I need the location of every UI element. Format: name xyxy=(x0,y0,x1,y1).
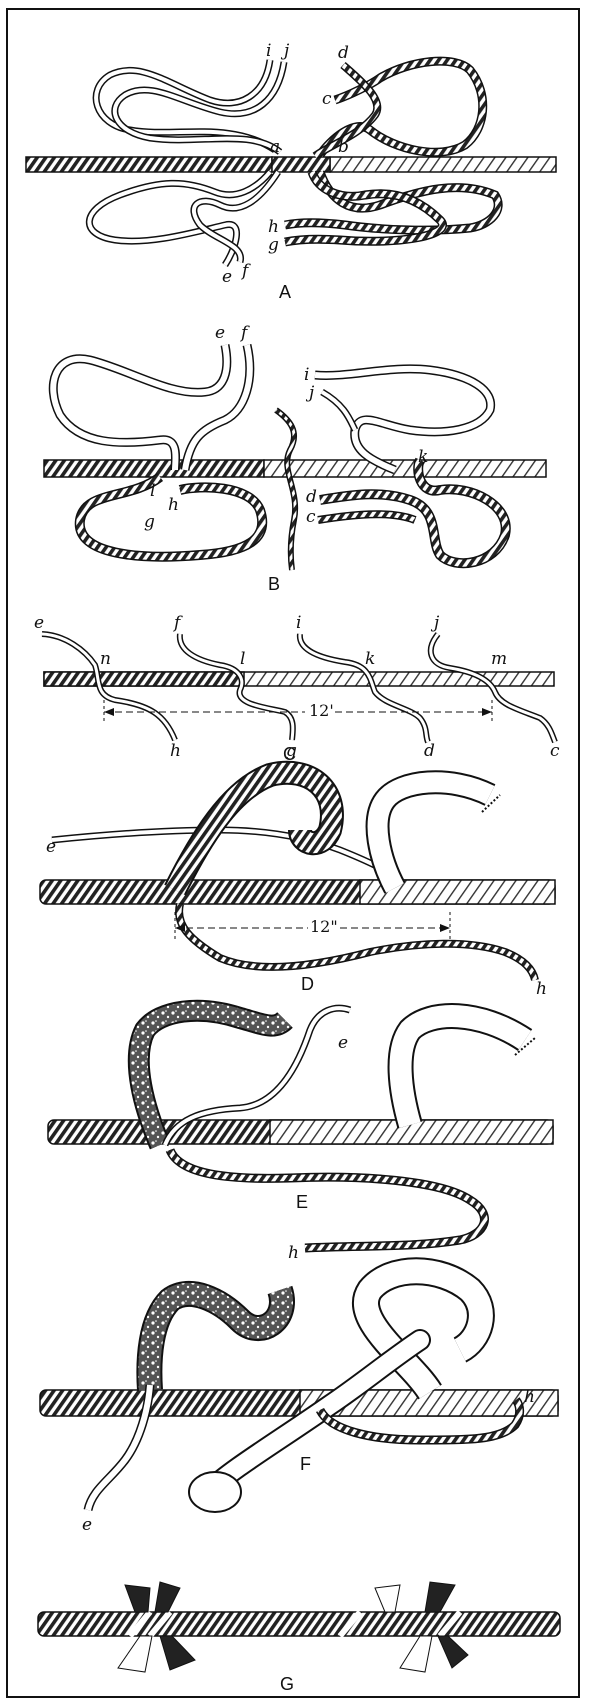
rope-right-light xyxy=(330,157,556,172)
panel-a-title: A xyxy=(279,282,291,302)
panel-f-label-e: e xyxy=(82,1515,92,1535)
panel-c-label-k: k xyxy=(365,649,375,669)
panel-e-label-h: h xyxy=(288,1243,299,1263)
panel-b-label-i: i xyxy=(304,365,309,385)
strand-e-h xyxy=(170,1150,484,1248)
panel-a-label-b: b xyxy=(338,137,349,157)
panel-a-label-c: c xyxy=(322,89,332,109)
rope-b-right xyxy=(264,460,546,477)
panel-d: 12" e h D xyxy=(40,773,555,999)
panel-c-label-j: j xyxy=(430,613,440,633)
strand-b-e xyxy=(53,345,227,470)
panel-d-label-e: e xyxy=(46,837,56,857)
panel-d-label-h: h xyxy=(536,979,547,999)
panel-b-label-g: g xyxy=(144,512,155,532)
panel-d-dimension: 12" xyxy=(310,917,338,936)
panel-f: e h F xyxy=(40,1271,558,1535)
panel-c-label-n: n xyxy=(100,649,111,669)
panel-c-label-l: l xyxy=(240,649,245,669)
panel-c-label-i: i xyxy=(296,613,301,633)
panel-a-label-j: j xyxy=(280,41,290,61)
panel-c-label-h: h xyxy=(170,741,181,761)
rope-left-dark xyxy=(26,157,272,172)
panel-a-label-i: i xyxy=(266,41,271,61)
panel-e-title: E xyxy=(296,1192,308,1212)
panel-a-label-d: d xyxy=(338,43,349,63)
panel-b-label-c: c xyxy=(306,507,316,527)
strand-c-f-g xyxy=(180,634,293,740)
rope-g xyxy=(38,1612,560,1636)
panel-g: G xyxy=(38,1582,560,1694)
panel-b-label-h: h xyxy=(168,495,179,515)
panel-a: i j d c a b h g e f A xyxy=(26,41,556,302)
rope-c-dark-section xyxy=(44,672,244,686)
panel-e: e h E xyxy=(48,1008,553,1263)
panel-f-label-h: h xyxy=(524,1387,535,1407)
rope-b-left xyxy=(44,460,264,477)
panel-c: 12' e f i j n l k m h g d c C xyxy=(34,613,560,764)
panel-a-label-h: h xyxy=(268,217,279,237)
strand-e xyxy=(89,172,270,265)
panel-c-label-e: e xyxy=(34,613,44,633)
panel-g-title: G xyxy=(280,1674,294,1694)
panel-a-label-e: e xyxy=(222,267,232,287)
panel-b-title: B xyxy=(268,574,280,594)
panel-b-label-k: k xyxy=(418,447,428,467)
panel-b-label-e: e xyxy=(215,323,225,343)
panel-a-label-f: f xyxy=(240,261,251,281)
panel-b-label-d: d xyxy=(306,487,317,507)
panel-d-title: D xyxy=(301,974,314,994)
panel-a-label-g: g xyxy=(268,235,279,255)
strand-b-i xyxy=(315,369,491,470)
panel-b-label-f: f xyxy=(239,323,250,343)
fid-icon xyxy=(189,1340,420,1512)
panel-a-label-a: a xyxy=(270,137,280,157)
panel-b-label-l: l xyxy=(150,481,155,501)
panel-c-label-m: m xyxy=(491,649,507,669)
panel-c-label-c: c xyxy=(550,741,560,761)
panel-c-label-d: d xyxy=(424,741,435,761)
panel-b: e f i j k l h g d c B xyxy=(44,323,546,594)
panel-c-dimension: 12' xyxy=(309,701,334,720)
panel-c-label-f: f xyxy=(172,613,183,633)
strand-d-h xyxy=(179,904,535,980)
panel-b-label-j: j xyxy=(305,383,315,403)
panel-f-title: F xyxy=(300,1454,311,1474)
panel-e-label-e: e xyxy=(338,1033,348,1053)
rope-middle xyxy=(272,157,330,172)
strand-c-i-d xyxy=(300,634,428,742)
